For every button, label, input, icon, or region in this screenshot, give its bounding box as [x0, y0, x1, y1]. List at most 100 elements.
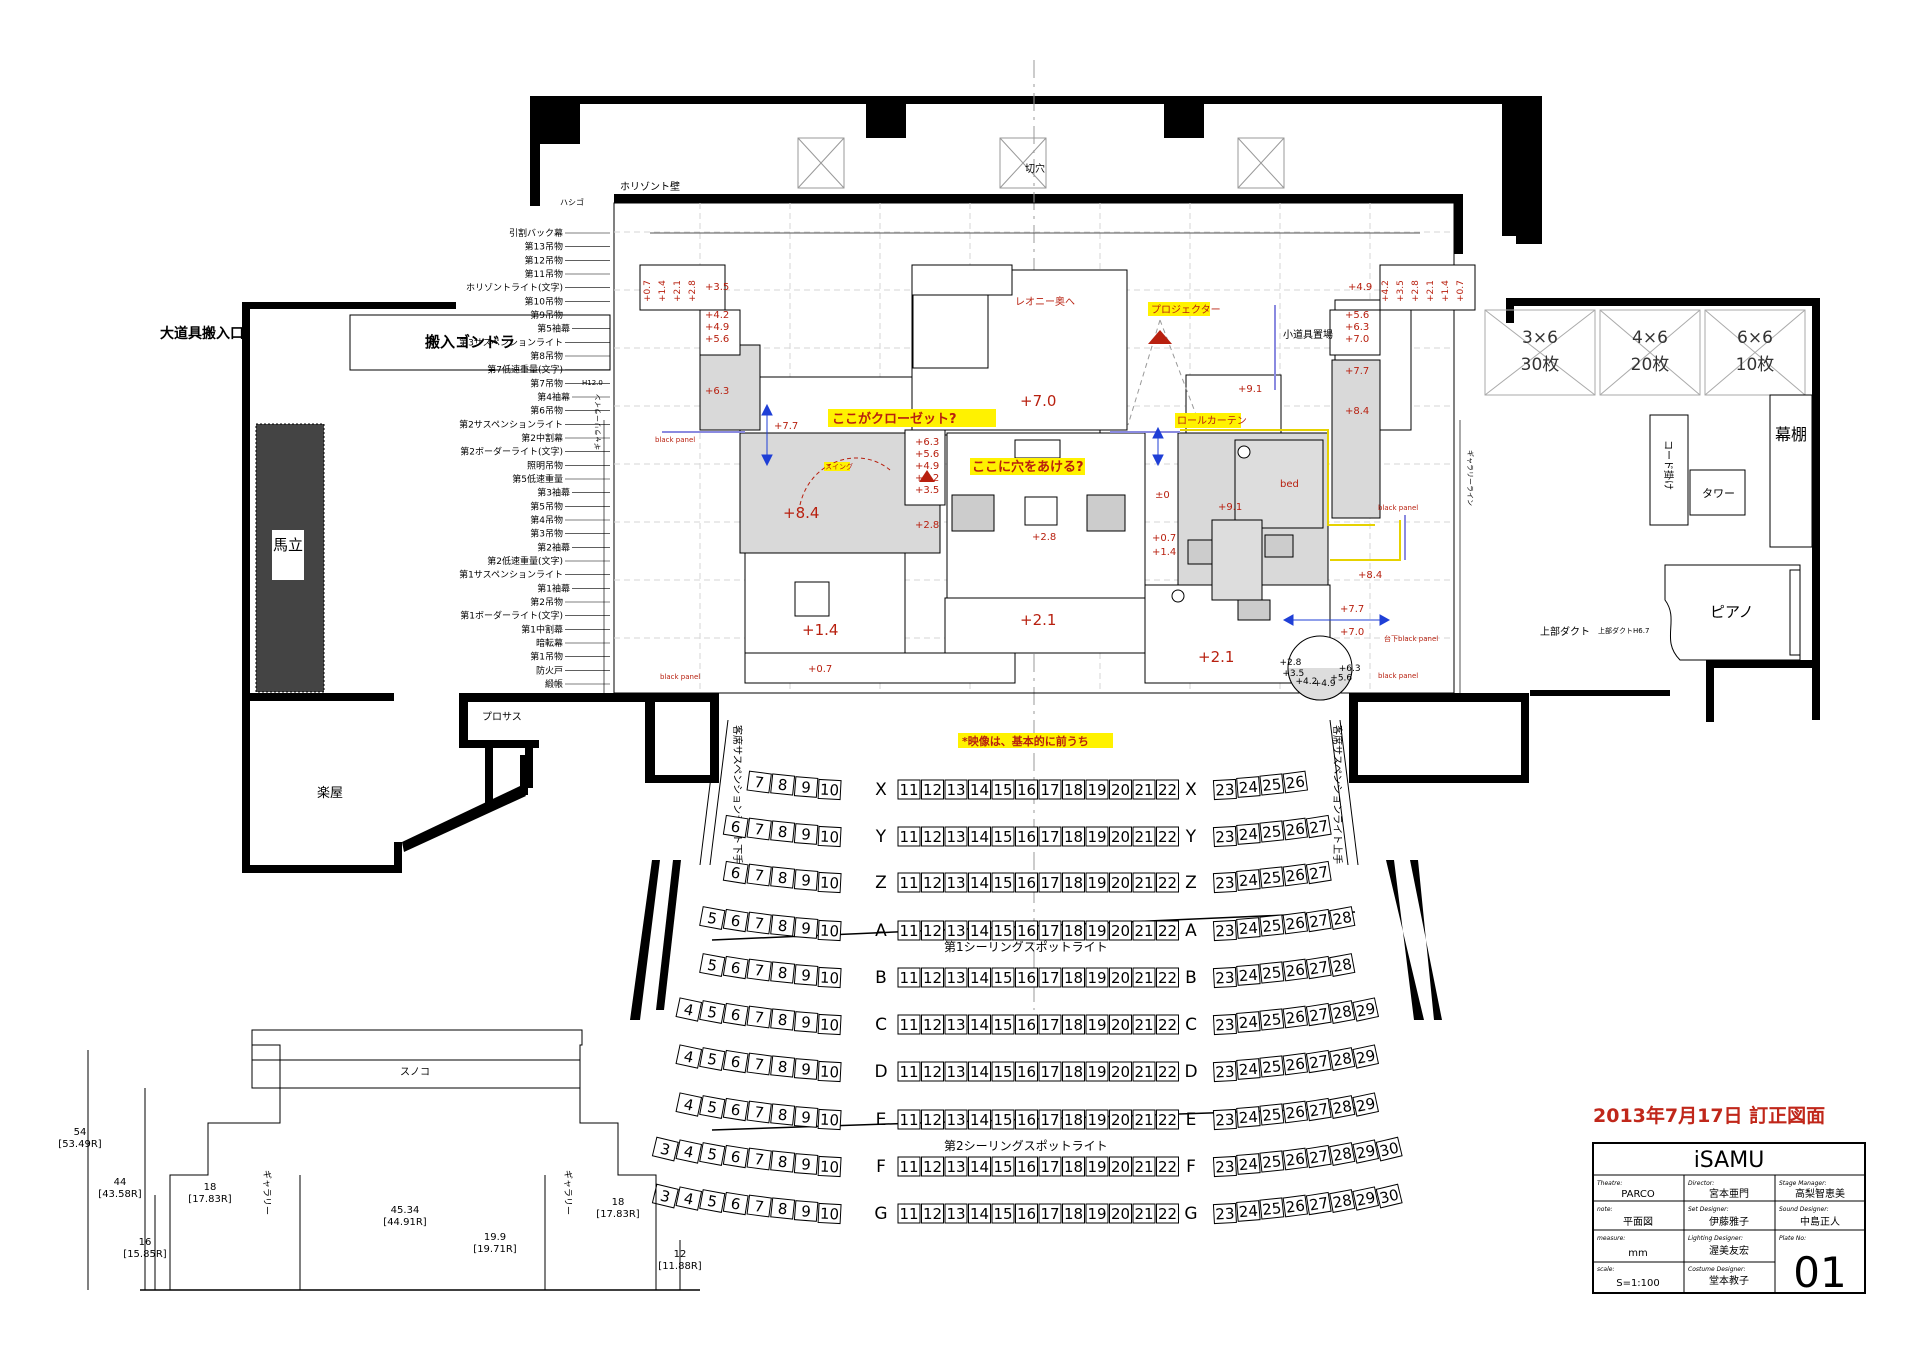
seat[interactable] — [1375, 1183, 1403, 1209]
seat[interactable] — [817, 778, 842, 801]
seat[interactable] — [1212, 1202, 1237, 1225]
seat[interactable] — [1132, 1014, 1156, 1035]
seat[interactable] — [1015, 1014, 1038, 1035]
seat[interactable] — [1329, 1189, 1356, 1213]
seat[interactable] — [1015, 872, 1038, 893]
seat[interactable] — [1015, 920, 1038, 941]
seat[interactable] — [991, 1156, 1015, 1177]
seat[interactable] — [817, 1060, 842, 1083]
seat[interactable] — [1305, 1191, 1332, 1216]
seat[interactable] — [817, 919, 842, 942]
seat[interactable] — [991, 1203, 1015, 1224]
seat[interactable] — [921, 920, 944, 941]
seat[interactable] — [746, 863, 772, 887]
seat[interactable] — [1305, 1144, 1332, 1169]
seat[interactable] — [1132, 826, 1156, 847]
seat[interactable] — [1015, 1061, 1038, 1082]
seat[interactable] — [1132, 779, 1156, 800]
seat[interactable] — [991, 967, 1015, 988]
seat[interactable] — [746, 958, 772, 982]
seat[interactable] — [1305, 908, 1332, 933]
seat[interactable] — [991, 779, 1015, 800]
seat[interactable] — [1282, 817, 1309, 841]
seat[interactable] — [1212, 825, 1237, 848]
seat[interactable] — [944, 826, 968, 847]
seat[interactable] — [1132, 872, 1156, 893]
seat[interactable] — [921, 1203, 944, 1224]
seat[interactable] — [770, 914, 796, 937]
seat[interactable] — [1212, 1060, 1237, 1083]
seat[interactable] — [944, 967, 968, 988]
seat[interactable] — [1038, 1156, 1062, 1177]
seat[interactable] — [1038, 967, 1062, 988]
seat[interactable] — [746, 1005, 772, 1029]
seat[interactable] — [1038, 1203, 1062, 1224]
seat[interactable] — [722, 814, 749, 839]
seat[interactable] — [1109, 920, 1132, 941]
seat[interactable] — [1156, 1203, 1179, 1224]
seat[interactable] — [1259, 1197, 1285, 1220]
seat[interactable] — [968, 1014, 991, 1035]
seat[interactable] — [944, 1156, 968, 1177]
seat[interactable] — [1062, 1014, 1085, 1035]
seat[interactable] — [921, 1061, 944, 1082]
seat[interactable] — [1282, 1052, 1309, 1076]
seat[interactable] — [1109, 1156, 1132, 1177]
seat[interactable] — [921, 779, 944, 800]
seat[interactable] — [1236, 823, 1261, 845]
seat[interactable] — [1236, 1106, 1261, 1128]
seat[interactable] — [770, 1008, 796, 1031]
seat[interactable] — [817, 1013, 842, 1036]
seat[interactable] — [897, 920, 921, 941]
seat[interactable] — [1085, 826, 1109, 847]
seat[interactable] — [1259, 773, 1285, 796]
seat[interactable] — [793, 823, 819, 845]
seat[interactable] — [793, 1153, 819, 1175]
seat[interactable] — [675, 1139, 703, 1164]
seat[interactable] — [699, 1189, 726, 1213]
seat[interactable] — [770, 1103, 796, 1126]
seat[interactable] — [1259, 961, 1285, 984]
seat[interactable] — [1156, 1109, 1179, 1130]
seat[interactable] — [1212, 1013, 1237, 1036]
seat[interactable] — [1259, 914, 1285, 937]
seat[interactable] — [1259, 1008, 1285, 1031]
seat[interactable] — [1109, 1061, 1132, 1082]
seat[interactable] — [897, 872, 921, 893]
seat[interactable] — [944, 1014, 968, 1035]
seat[interactable] — [1015, 826, 1038, 847]
seat[interactable] — [1282, 1005, 1309, 1029]
seat[interactable] — [817, 1155, 842, 1178]
seat[interactable] — [1236, 1200, 1261, 1222]
seat[interactable] — [1109, 1109, 1132, 1130]
seat[interactable] — [1282, 1147, 1309, 1171]
seat[interactable] — [1038, 826, 1062, 847]
seat[interactable] — [746, 770, 772, 794]
seat[interactable] — [699, 1095, 726, 1119]
seat[interactable] — [1259, 1055, 1285, 1078]
seat[interactable] — [1156, 1156, 1179, 1177]
seat[interactable] — [1062, 1061, 1085, 1082]
seat[interactable] — [1329, 1047, 1356, 1071]
seat[interactable] — [1038, 779, 1062, 800]
seat[interactable] — [897, 1109, 921, 1130]
seat[interactable] — [1085, 1061, 1109, 1082]
seat[interactable] — [1156, 967, 1179, 988]
seat[interactable] — [793, 1011, 819, 1033]
seat[interactable] — [1132, 920, 1156, 941]
seat[interactable] — [991, 1109, 1015, 1130]
seat[interactable] — [921, 967, 944, 988]
seat[interactable] — [793, 776, 819, 798]
seat[interactable] — [1085, 872, 1109, 893]
seat[interactable] — [897, 1156, 921, 1177]
seat[interactable] — [722, 908, 749, 933]
seat[interactable] — [968, 826, 991, 847]
seat[interactable] — [746, 911, 772, 935]
seat[interactable] — [1085, 1156, 1109, 1177]
seat[interactable] — [1038, 920, 1062, 941]
seat[interactable] — [746, 817, 772, 841]
seat[interactable] — [1282, 863, 1309, 887]
seat[interactable] — [944, 1109, 968, 1130]
seat[interactable] — [1236, 917, 1261, 939]
seat[interactable] — [1156, 779, 1179, 800]
